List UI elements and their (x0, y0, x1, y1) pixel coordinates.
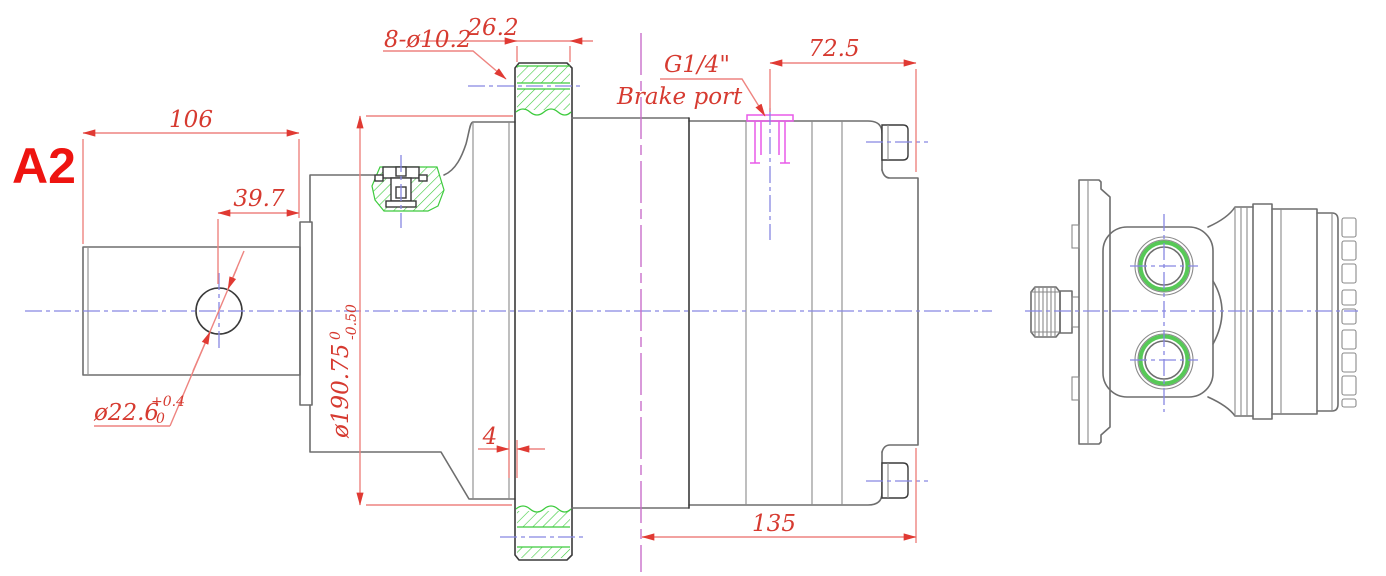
flange-hatch (517, 511, 570, 527)
side-flange-plate (1071, 179, 1111, 445)
pilot-tol-lower: -0.50 (344, 304, 360, 340)
port-housing (1102, 226, 1223, 398)
cross-hole-tol-lower: 0 (156, 411, 165, 427)
dimension-shaft-length (82, 129, 300, 244)
dim-text-body-length: 135 (752, 511, 796, 537)
svg-text:ø22.6: ø22.6 (93, 400, 159, 426)
seal-key-detail (371, 166, 445, 212)
flange-hatch (517, 89, 570, 110)
dimension-hole-position (217, 209, 300, 284)
dim-text-seal-gap: 4 (482, 424, 498, 450)
sheet-label: A2 (12, 138, 76, 194)
dimension-flange-thickness (420, 37, 593, 62)
dim-text-bolt-holes: 8-ø10.2 (384, 27, 471, 53)
motor-body (571, 117, 883, 509)
dimension-body-length (641, 448, 917, 543)
leader-cross-hole (94, 250, 245, 427)
dim-text-hole-position: 39.7 (233, 186, 285, 212)
flange-hatch (517, 66, 570, 83)
svg-text:ø190.75: ø190.75 (328, 344, 354, 439)
cross-hole-tol-upper: +0.4 (151, 394, 185, 410)
splined-shaft (1030, 286, 1080, 338)
label-port-name: Brake port (616, 84, 743, 110)
end-teeth (1341, 217, 1357, 408)
leader-brake-port (660, 78, 766, 117)
dimensions (82, 37, 917, 543)
dim-text-rear-length: 72.5 (808, 36, 859, 62)
flange-hatch (517, 547, 570, 558)
dim-text-pilot-diameter: ø190.75 0 -0.50 (328, 304, 360, 439)
label-port-thread: G1/4" (664, 52, 730, 78)
side-view (1030, 179, 1357, 445)
shaft-collar (299, 221, 313, 406)
labels: A2 106 39.7 8-ø10.2 26.2 G1/4" Brake por… (12, 15, 860, 537)
dim-text-flange-thickness: 26.2 (466, 15, 518, 41)
centerlines (25, 33, 1358, 572)
pilot-tol-upper: 0 (328, 331, 344, 340)
leader-bolt-holes (383, 50, 507, 80)
mounting-flange (514, 62, 573, 561)
side-rear-housing (1207, 203, 1357, 420)
dim-text-shaft-length: 106 (169, 107, 213, 133)
dimension-pilot-diameter (356, 115, 513, 506)
dimension-seal-gap (478, 440, 545, 478)
dim-text-cross-hole: ø22.6 +0.4 0 (93, 394, 185, 427)
dimension-rear-length (769, 59, 917, 172)
